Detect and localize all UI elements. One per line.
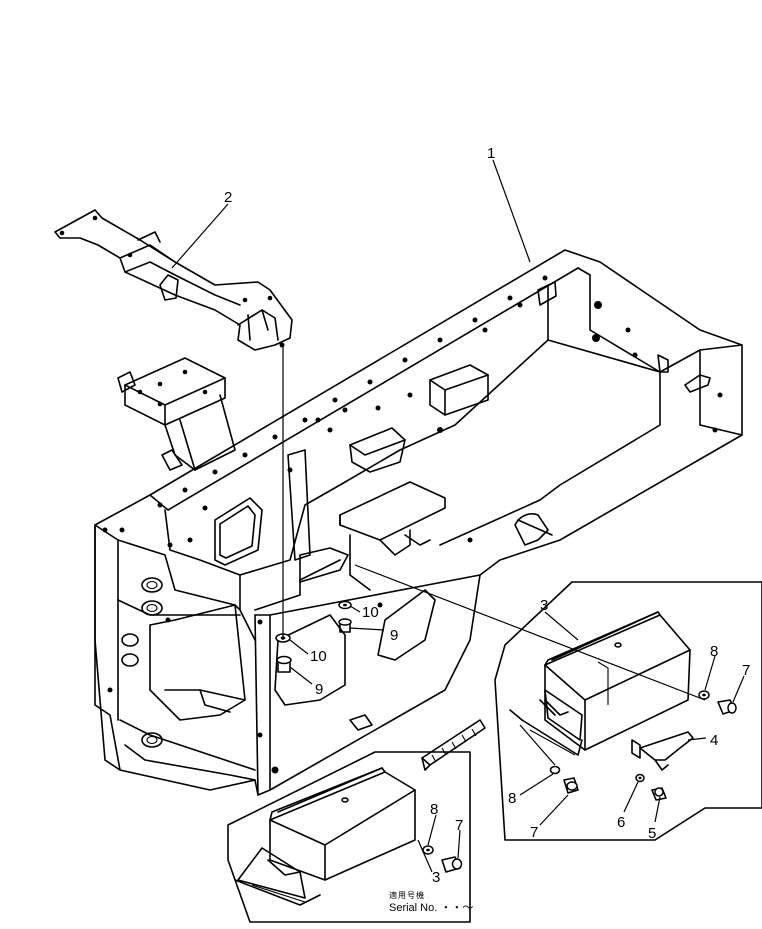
callout-9-lower: 9 xyxy=(315,681,323,698)
serial-japanese-label: 適用号機 xyxy=(389,891,425,900)
callout-8-lower-right: 8 xyxy=(508,790,516,807)
callout-3-right: 3 xyxy=(540,597,548,614)
callout-8-lower: 8 xyxy=(430,801,438,818)
callout-7-right: 7 xyxy=(742,662,750,679)
callout-10-lower: 10 xyxy=(310,648,327,665)
callout-7-lower-right: 7 xyxy=(530,824,538,841)
callout-4: 4 xyxy=(710,732,718,749)
callout-5: 5 xyxy=(648,825,656,842)
serial-label: Serial No. xyxy=(389,902,438,914)
leader-lines xyxy=(171,159,745,873)
callout-6: 6 xyxy=(617,814,625,831)
upper-bracket xyxy=(54,209,293,351)
callout-1: 1 xyxy=(487,145,495,162)
cover-assembly-lower xyxy=(227,719,486,923)
callout-7-lower: 7 xyxy=(455,817,463,834)
callout-labels: 1 2 3 4 5 6 7 7 8 8 9 9 10 10 8 7 3 xyxy=(224,145,750,886)
serial-line: Serial No. ・・～ xyxy=(389,902,473,914)
mounting-bolts xyxy=(275,345,352,673)
callout-9-upper: 9 xyxy=(390,627,398,644)
callout-8-right: 8 xyxy=(710,643,718,660)
callout-3-lower: 3 xyxy=(432,869,440,886)
cover-assembly-right xyxy=(354,564,762,841)
support-post xyxy=(117,357,236,471)
serial-number-block: 適用号機 Serial No. ・・～ xyxy=(389,890,473,914)
callout-2: 2 xyxy=(224,189,232,206)
serial-value: ・・～ xyxy=(440,902,474,914)
callout-10-upper: 10 xyxy=(362,604,379,621)
main-frame xyxy=(94,249,743,796)
